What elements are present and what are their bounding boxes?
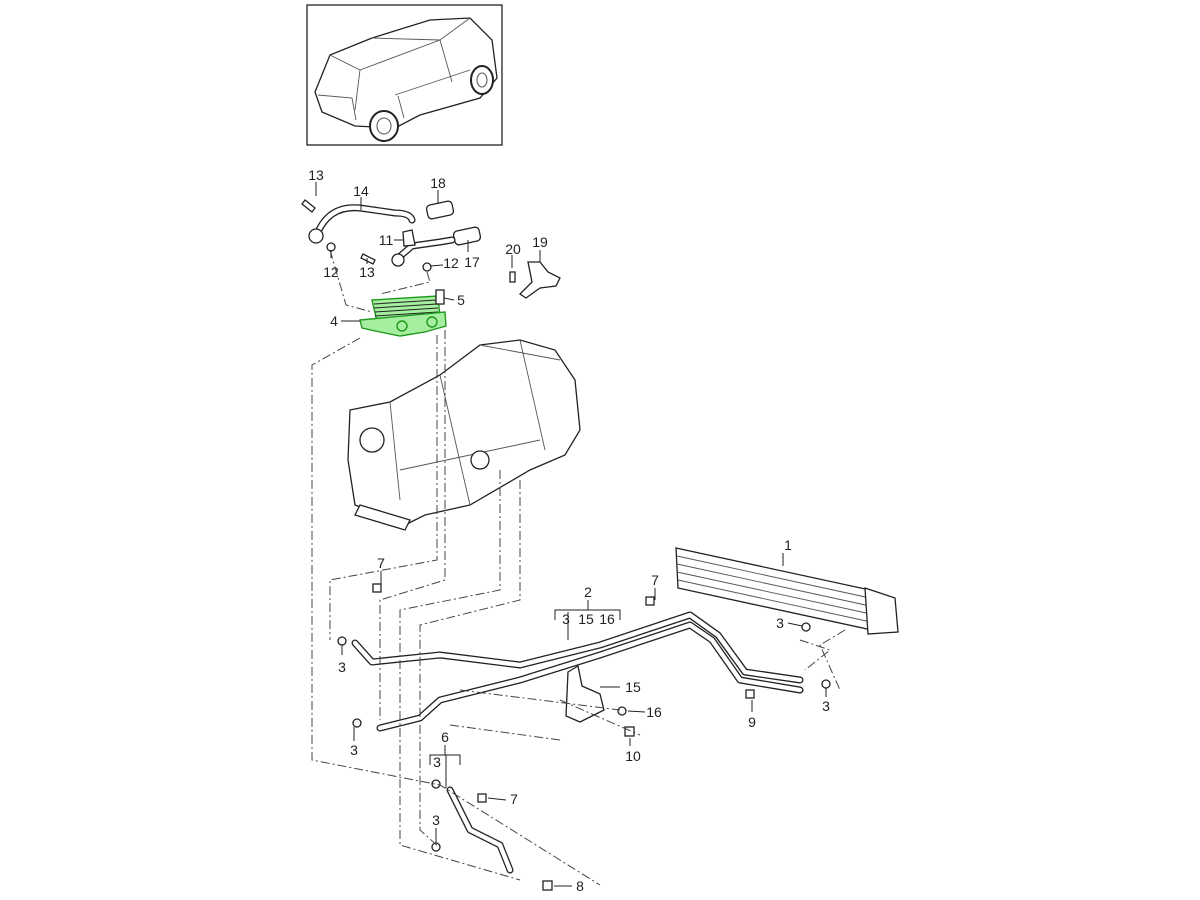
transmission <box>347 339 581 531</box>
callout-17: 17 <box>464 254 480 270</box>
callout-3: 3 <box>338 659 346 675</box>
callout-7: 7 <box>651 572 659 588</box>
callout-5: 5 <box>457 292 465 308</box>
callout-4: 4 <box>330 313 338 329</box>
transmission-cooler-radiator <box>675 547 899 635</box>
bolt-9 <box>745 689 755 699</box>
callout-7: 7 <box>377 555 385 571</box>
seal-12 <box>326 242 336 252</box>
bracket-15 <box>565 664 605 723</box>
callout-2: 2 <box>584 584 592 600</box>
bolt-10 <box>624 726 635 737</box>
callout-16: 16 <box>646 704 662 720</box>
leader-lines <box>315 182 827 887</box>
vehicle-thumbnail <box>306 4 503 146</box>
bolt-7 <box>477 793 487 803</box>
callout-11: 11 <box>379 232 394 248</box>
bolt-13 <box>360 253 376 265</box>
callout-20: 20 <box>505 241 521 257</box>
hose-18 <box>425 200 455 220</box>
callout-3: 3 <box>562 611 570 627</box>
assembly-lines <box>311 249 846 886</box>
callout-15: 15 <box>578 611 594 627</box>
bolt-5 <box>435 289 445 305</box>
callout-3: 3 <box>822 698 830 714</box>
bracket-19 <box>518 261 561 299</box>
callout-3: 3 <box>433 754 441 770</box>
bolt-7 <box>645 596 655 606</box>
callout-9: 9 <box>748 714 756 730</box>
callout-16: 16 <box>599 611 615 627</box>
callout-18: 18 <box>430 175 446 191</box>
bolt-20 <box>509 271 516 283</box>
seal-12 <box>422 262 432 272</box>
callout-3: 3 <box>776 615 784 631</box>
callout-13: 13 <box>359 264 375 280</box>
callout-7: 7 <box>510 791 518 807</box>
callout-3: 3 <box>432 812 440 828</box>
callout-19: 19 <box>532 234 548 250</box>
callout-10: 10 <box>625 748 641 764</box>
hose-17 <box>452 226 482 246</box>
nut-16 <box>617 706 627 716</box>
callout-14: 14 <box>353 183 369 199</box>
upper-hoses <box>301 199 561 299</box>
oil-cooler-highlighted[interactable] <box>359 289 447 337</box>
bolt-8 <box>542 880 553 891</box>
callout-12: 12 <box>323 264 339 280</box>
callout-1: 1 <box>784 537 792 553</box>
callout-3: 3 <box>350 742 358 758</box>
bolt-7 <box>372 583 382 593</box>
callout-8: 8 <box>576 878 584 894</box>
callout-15: 15 <box>625 679 641 695</box>
callout-labels: 13 14 18 11 12 13 12 17 20 19 5 4 1 7 7 … <box>308 167 830 894</box>
cooler-lines <box>337 583 831 891</box>
callout-6: 6 <box>441 729 449 745</box>
callout-13: 13 <box>308 167 324 183</box>
bolt-13 <box>301 199 316 213</box>
callout-12: 12 <box>443 255 459 271</box>
